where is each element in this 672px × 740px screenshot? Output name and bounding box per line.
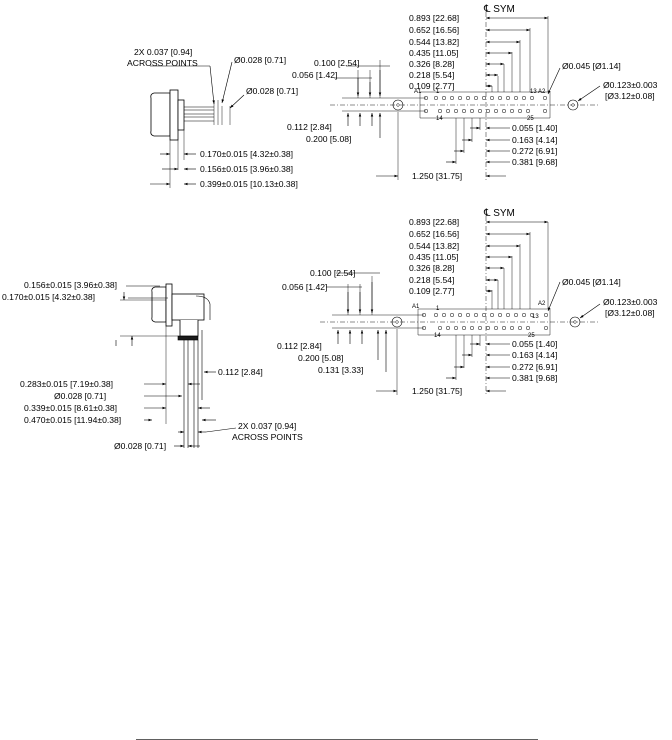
mount-hole-left-b — [391, 316, 403, 328]
bottom-right-dim-3: 0.435 [11.05] — [409, 252, 459, 262]
bottom-leftb-dim-1: 0.200 [5.08] — [298, 353, 343, 363]
top-right-dim-4: 0.326 [8.28] — [409, 59, 454, 69]
mount-hole-right — [567, 99, 579, 111]
bottom-bottom-dim-2: 0.272 [6.91] — [512, 362, 557, 372]
bottom-pin-14: 14 — [434, 333, 441, 339]
top-width-dim: 1.250 [31.75] — [412, 171, 462, 181]
bottom-pin-13: 13 — [532, 314, 539, 320]
top-pin-a1: A1 — [414, 89, 422, 95]
top-leftb-dim-0: 0.112 [2.84] — [287, 122, 332, 132]
bottom-right-dim-0: 0.893 [22.68] — [409, 217, 459, 227]
top-bottom-dim-3: 0.381 [9.68] — [512, 157, 557, 167]
bottom-bottom-dim-1: 0.163 [4.14] — [512, 350, 557, 360]
bottom-pin-a2: A2 — [538, 301, 546, 307]
top-side-d2: 0.156±0.015 [3.96±0.38] — [200, 164, 293, 174]
top-pin-a2: A2 — [538, 89, 546, 95]
ra-connector-body — [171, 293, 205, 321]
top-pin-row-1 — [423, 95, 548, 101]
bottom-pin-row-1 — [421, 312, 549, 318]
bottom-left-dim-1: 0.056 [1.42] — [282, 282, 327, 292]
top-right-dim-3: 0.435 [11.05] — [409, 48, 459, 58]
top-pin-13: 13 — [530, 89, 537, 95]
top-hole-large-mm: [Ø3.12±0.08] — [605, 91, 655, 101]
bottom-side-d4: 0.283±0.015 [7.19±0.38] — [20, 379, 113, 389]
bottom-side-across-points-2: ACROSS POINTS — [232, 432, 303, 442]
bottom-side-d1: 0.156±0.015 [3.96±0.38] — [24, 280, 117, 290]
bottom-right-dim-5: 0.218 [5.54] — [409, 275, 454, 285]
top-centerline-label: ℄ SYM — [483, 4, 515, 15]
top-side-d3: 0.399±0.015 [10.13±0.38] — [200, 179, 298, 189]
bottom-right-dim-4: 0.326 [8.28] — [409, 263, 454, 273]
bottom-right-dim-2: 0.544 [13.82] — [409, 241, 459, 251]
top-side-view: 2X 0.037 [0.94] ACROSS POINTS Ø0.028 [0.… — [127, 47, 298, 189]
top-right-dim-1: 0.652 [16.56] — [409, 25, 459, 35]
top-side-d1: 0.170±0.015 [4.32±0.38] — [200, 149, 293, 159]
bottom-pin-row-2 — [421, 325, 549, 331]
bottom-right-dim-6: 0.109 [2.77] — [409, 286, 454, 296]
connector-shell — [150, 92, 171, 137]
bottom-pin-a1: A1 — [412, 304, 420, 310]
top-side-across-points-2: ACROSS POINTS — [127, 58, 198, 68]
top-right-dim-2: 0.544 [13.82] — [409, 37, 459, 47]
top-leftb-dim-1: 0.200 [5.08] — [306, 134, 351, 144]
bottom-hole-small: Ø0.045 [Ø1.14] — [562, 277, 621, 287]
ra-connector-board — [177, 335, 199, 341]
top-pin-14: 14 — [436, 116, 443, 122]
top-right-dim-5: 0.218 [5.54] — [409, 70, 454, 80]
bottom-side-view: 0.156±0.015 [3.96±0.38] 0.170±0.015 [4.3… — [2, 280, 303, 451]
top-hole-small: Ø0.045 [Ø1.14] — [562, 61, 621, 71]
bottom-side-d2: 0.170±0.015 [4.32±0.38] — [2, 292, 95, 302]
top-bottom-dim-2: 0.272 [6.91] — [512, 146, 557, 156]
bottom-width-dim: 1.250 [31.75] — [412, 386, 462, 396]
top-bottom-dim-1: 0.163 [4.14] — [512, 135, 557, 145]
mount-hole-left — [392, 99, 404, 111]
bottom-leftb-dim-0: 0.112 [2.84] — [277, 341, 322, 351]
bottom-centerline-label: ℄ SYM — [483, 208, 515, 219]
bottom-leftb-dim-2: 0.131 [3.33] — [318, 365, 363, 375]
connector-flange — [169, 89, 179, 141]
connector-rear — [177, 99, 185, 131]
top-pin-25: 25 — [527, 116, 534, 122]
top-side-pin-dia-1: Ø0.028 [0.71] — [234, 55, 286, 65]
bottom-side-d6: 0.339±0.015 [8.61±0.38] — [24, 403, 117, 413]
top-bottom-dim-0: 0.055 [1.40] — [512, 123, 557, 133]
mount-hole-right-b — [569, 316, 581, 328]
top-side-across-points: 2X 0.037 [0.94] — [134, 47, 192, 57]
bottom-side-d5: Ø0.028 [0.71] — [54, 391, 106, 401]
top-right-dim-6: 0.109 [2.77] — [409, 81, 454, 91]
bottom-left-dim-0: 0.100 [2.54] — [310, 268, 355, 278]
ra-connector-shell — [151, 286, 167, 323]
top-side-pin-dia-2: Ø0.028 [0.71] — [246, 86, 298, 96]
top-pin-1: 1 — [436, 89, 440, 95]
top-left-dim-0: 0.100 [2.54] — [314, 58, 359, 68]
bottom-hole-large: Ø0.123±0.003 — [603, 297, 658, 307]
top-front-view: ℄ SYM — [287, 4, 658, 181]
bottom-side-across-points: 2X 0.037 [0.94] — [238, 421, 296, 431]
bottom-bottom-dim-3: 0.381 [9.68] — [512, 373, 557, 383]
bottom-front-view: ℄ SYM A1 1 1 — [277, 208, 658, 396]
top-right-dim-0: 0.893 [22.68] — [409, 13, 459, 23]
bottom-right-dim-1: 0.652 [16.56] — [409, 229, 459, 239]
bottom-pin-1: 1 — [436, 306, 440, 312]
top-pin-row-2 — [423, 108, 548, 114]
ra-connector-flange — [165, 283, 173, 327]
top-left-dim-1: 0.056 [1.42] — [292, 70, 337, 80]
top-hole-large: Ø0.123±0.003 — [603, 80, 658, 90]
bottom-bottom-dim-0: 0.055 [1.40] — [512, 339, 557, 349]
bottom-side-pin-dia: Ø0.028 [0.71] — [114, 441, 166, 451]
bottom-pin-25: 25 — [528, 333, 535, 339]
bottom-side-d7: 0.470±0.015 [11.94±0.38] — [24, 415, 121, 425]
bottom-side-d3: 0.112 [2.84] — [218, 367, 263, 377]
bottom-hole-large-mm: [Ø3.12±0.08] — [605, 308, 655, 318]
